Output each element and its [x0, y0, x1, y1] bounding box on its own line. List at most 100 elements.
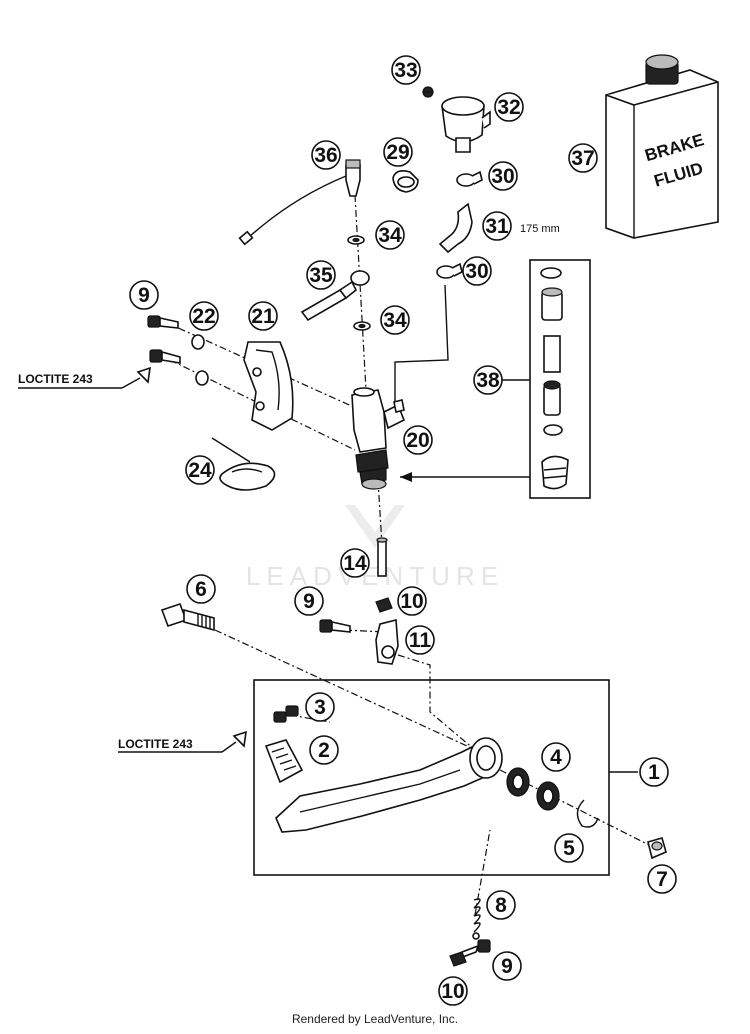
svg-text:29: 29	[386, 141, 409, 164]
master-cylinder-20	[351, 387, 406, 490]
svg-text:3: 3	[314, 696, 326, 719]
svg-text:34: 34	[378, 224, 402, 247]
callout-10-bot: 10	[438, 976, 468, 1006]
brake-pedal-assembly-box	[253, 679, 610, 876]
nut-10-bottom	[449, 951, 467, 967]
callout-3: 3	[305, 692, 335, 722]
callout-33: 33	[391, 55, 421, 85]
svg-text:22: 22	[192, 305, 215, 328]
callout-1: 1	[639, 757, 669, 787]
callout-34-bot: 34	[380, 305, 410, 335]
reservoir-screw	[422, 86, 434, 98]
callout-36: 36	[311, 140, 341, 170]
svg-text:21: 21	[251, 305, 275, 328]
svg-text:31: 31	[485, 215, 509, 238]
loctite-label-upper: LOCTITE 243	[18, 372, 93, 386]
callout-32: 32	[494, 92, 524, 122]
bearing-4a	[506, 767, 530, 797]
footer-credit: Rendered by LeadVenture, Inc.	[291, 1012, 459, 1026]
callout-9-mid: 9	[294, 586, 324, 616]
svg-text:37: 37	[571, 147, 594, 170]
svg-text:33: 33	[394, 59, 417, 82]
svg-text:9: 9	[501, 955, 513, 978]
screw-9-mid	[319, 619, 351, 633]
hose-length-note: 175 mm	[520, 223, 560, 235]
callout-20: 20	[403, 425, 433, 455]
hose-clamp-30-upper	[456, 170, 483, 187]
callout-31: 31	[482, 211, 512, 241]
callout-30-top: 30	[488, 161, 518, 191]
screw-9-bottom	[458, 939, 491, 960]
svg-text:30: 30	[491, 165, 514, 188]
svg-text:4: 4	[550, 746, 562, 769]
svg-text:10: 10	[441, 980, 464, 1003]
callout-11: 11	[405, 625, 435, 655]
svg-text:2: 2	[318, 739, 330, 762]
watermark-text: LEADVENTURE	[246, 561, 504, 591]
callout-24: 24	[185, 455, 215, 485]
svg-text:9: 9	[138, 284, 150, 307]
screw-3	[273, 705, 299, 723]
callout-38: 38	[473, 365, 503, 395]
callouts: 33 32 37 36 29 30 31 34 35 30 9 22 21 34…	[129, 55, 677, 1006]
svg-text:30: 30	[465, 260, 488, 283]
callout-8: 8	[486, 890, 516, 920]
screw-9-upper	[147, 315, 179, 329]
svg-text:20: 20	[406, 429, 429, 452]
bearing-4b	[536, 781, 560, 811]
hose-clamp-30-lower	[436, 262, 463, 279]
svg-text:1: 1	[648, 761, 660, 784]
callout-9-top: 9	[129, 280, 159, 310]
sealing-washer-upper	[347, 235, 365, 245]
callout-4: 4	[541, 742, 571, 772]
hose-clip-29	[392, 170, 419, 193]
repair-kit-38	[400, 259, 591, 499]
svg-text:11: 11	[409, 629, 432, 652]
callout-37: 37	[568, 143, 598, 173]
reservoir-hose-line	[394, 284, 449, 405]
callout-7: 7	[647, 864, 677, 894]
brake-hose-31	[438, 202, 473, 254]
callout-10-mid: 10	[397, 586, 427, 616]
svg-text:10: 10	[400, 590, 423, 613]
cable-tie-24	[211, 437, 276, 491]
callout-14: 14	[340, 548, 370, 578]
pedal-step-2	[264, 739, 304, 784]
screw-9-second	[149, 349, 181, 364]
svg-text:32: 32	[497, 96, 520, 119]
nut-7	[647, 837, 667, 860]
brake-light-switch	[238, 159, 361, 246]
callout-30-bot: 30	[462, 256, 492, 286]
callout-35: 35	[306, 260, 336, 290]
callout-22: 22	[189, 301, 219, 331]
banjo-brake-line	[300, 270, 370, 322]
svg-text:35: 35	[309, 264, 333, 287]
clevis-11	[375, 618, 399, 665]
loctite-drop-icon-upper	[136, 366, 151, 384]
return-spring-8	[472, 898, 481, 940]
fluid-reservoir	[441, 96, 491, 153]
svg-text:6: 6	[195, 578, 207, 601]
callout-34-top: 34	[375, 220, 405, 250]
loctite-label-lower: LOCTITE 243	[118, 737, 193, 751]
assembly-leader-lines	[164, 194, 656, 916]
svg-text:5: 5	[563, 837, 575, 860]
svg-text:34: 34	[383, 309, 407, 332]
nut-10-mid	[375, 597, 393, 613]
svg-text:8: 8	[495, 894, 507, 917]
sealing-washer-lower	[353, 321, 371, 331]
watermark: LEADVENTURE	[246, 505, 504, 591]
pivot-bolt-6	[160, 602, 215, 632]
loctite-note-lower: LOCTITE 243	[118, 730, 247, 753]
washer-22-upper	[191, 334, 205, 350]
callout-5: 5	[554, 833, 584, 863]
svg-text:38: 38	[476, 369, 500, 392]
svg-text:7: 7	[656, 868, 668, 891]
callout-21: 21	[248, 301, 278, 331]
callout-2: 2	[309, 735, 339, 765]
svg-text:9: 9	[303, 590, 315, 613]
brake-fluid-can: BRAKE FLUID	[605, 54, 719, 239]
heel-guard-21	[243, 341, 294, 431]
callout-6: 6	[186, 574, 216, 604]
